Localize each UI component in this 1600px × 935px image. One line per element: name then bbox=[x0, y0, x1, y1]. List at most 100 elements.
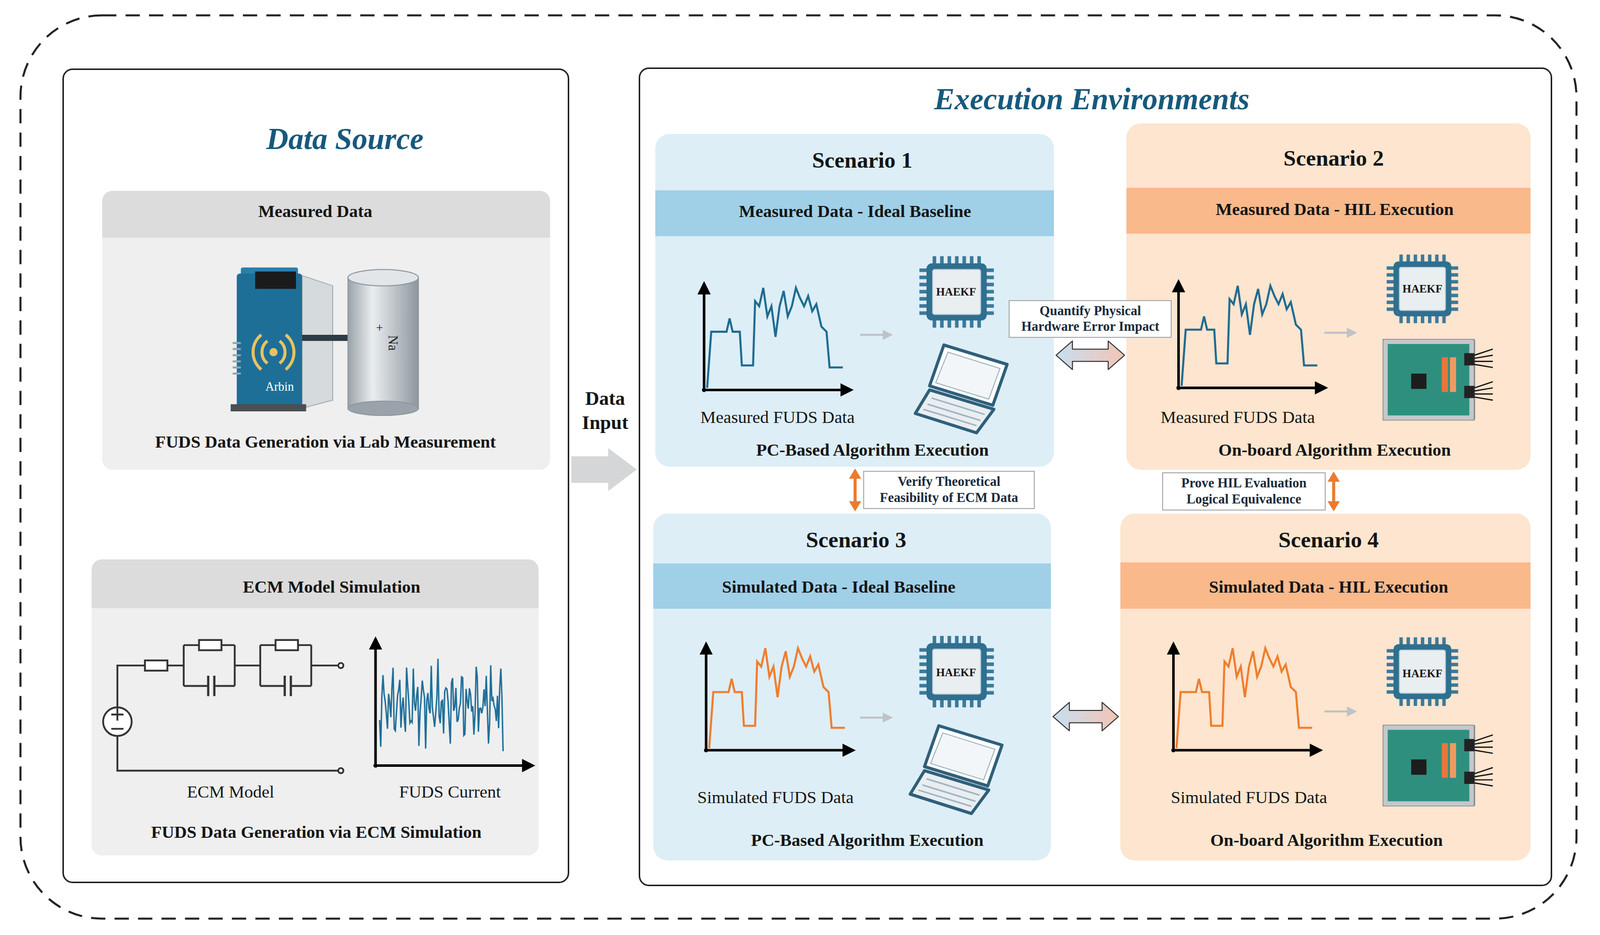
body-text: Simulated FUDS Data bbox=[1170, 787, 1327, 808]
label-slot: Na bbox=[385, 335, 401, 351]
heading-text: ECM Model Simulation bbox=[243, 576, 421, 597]
connector bbox=[1052, 702, 1119, 731]
body-text: Simulated FUDS Data bbox=[697, 787, 854, 808]
edge-label-slot: Quantify Physical Hardware Error Impact bbox=[1008, 299, 1172, 338]
text-slot: FUDS Data Generation via Lab Measurement bbox=[155, 431, 496, 452]
connector bbox=[849, 468, 862, 512]
axis bbox=[702, 388, 852, 392]
text-slot: Measured Data bbox=[258, 201, 372, 222]
text-slot: Measured Data - HIL Execution bbox=[1215, 199, 1454, 220]
connector bbox=[1055, 340, 1125, 370]
arrow-head bbox=[849, 500, 862, 511]
axis bbox=[702, 283, 706, 393]
text-slot: Measured FUDS Data bbox=[700, 407, 856, 428]
heading-text: Scenario 3 bbox=[805, 526, 906, 553]
label-slot: FUDS Current bbox=[399, 781, 501, 802]
text-slot: Scenario 4 bbox=[1278, 526, 1379, 553]
flow-arrow bbox=[1324, 710, 1356, 713]
edge-label-slot: Prove HIL Evaluation Logical Equivalence bbox=[1162, 472, 1326, 510]
label-text: FUDS Current bbox=[399, 781, 501, 802]
orange-arrow-shaft bbox=[1332, 480, 1336, 503]
heading-text: Execution Environments bbox=[934, 81, 1250, 117]
text-slot: PC-Based Algorithm Execution bbox=[750, 829, 984, 851]
profile-trace bbox=[1181, 285, 1318, 387]
arrow-head bbox=[1327, 500, 1340, 511]
text-slot: Execution Environments bbox=[934, 81, 1250, 117]
heading-text: HAEKF bbox=[1402, 666, 1443, 680]
flow-arrow bbox=[860, 333, 891, 336]
edge-label: Prove HIL Evaluation Logical Equivalence bbox=[1162, 472, 1326, 510]
text-slot: Simulated Data - Ideal Baseline bbox=[722, 576, 956, 597]
data-arrow bbox=[571, 447, 637, 491]
heading-text: Scenario 1 bbox=[811, 147, 912, 174]
edge-label-slot: Data Input bbox=[569, 386, 641, 435]
text-slot: Simulated FUDS Data bbox=[697, 787, 854, 808]
heading-text: Data Source bbox=[266, 121, 424, 157]
text-slot: HAEKF bbox=[936, 665, 976, 679]
profile-trace bbox=[1176, 647, 1313, 748]
axis bbox=[1177, 281, 1180, 391]
text-slot: Simulated Data - HIL Execution bbox=[1208, 576, 1449, 597]
axis bbox=[1176, 386, 1326, 390]
board-icons bbox=[1382, 338, 1493, 807]
profile-trace bbox=[707, 287, 844, 389]
axis bbox=[704, 643, 708, 752]
text-slot: ECM Model Simulation bbox=[243, 576, 421, 597]
body-text: Measured Data - Ideal Baseline bbox=[738, 201, 971, 222]
text-slot: On-board Algorithm Execution bbox=[1210, 829, 1443, 851]
label-text: Arbin bbox=[265, 379, 294, 394]
body-text: FUDS Data Generation via ECM Simulation bbox=[150, 821, 482, 843]
heading-text: Scenario 4 bbox=[1278, 526, 1379, 553]
body-text: FUDS Data Generation via Lab Measurement bbox=[155, 431, 496, 452]
edge-label-slot: Verify Theoretical Feasibility of ECM Da… bbox=[863, 470, 1035, 509]
axis bbox=[1171, 748, 1321, 752]
double-arrow bbox=[1055, 340, 1125, 370]
text-slot: Scenario 3 bbox=[805, 526, 906, 553]
current-trace bbox=[379, 658, 503, 751]
body-text: Simulated Data - HIL Execution bbox=[1208, 576, 1449, 597]
connector bbox=[571, 447, 637, 491]
orange-arrow-shaft bbox=[853, 477, 857, 503]
arrow-head bbox=[849, 468, 862, 479]
double-arrow bbox=[1052, 702, 1119, 731]
body-text: Simulated Data - Ideal Baseline bbox=[722, 576, 956, 597]
body-text: Measured FUDS Data bbox=[700, 407, 856, 428]
body-text: Measured FUDS Data bbox=[1160, 407, 1316, 428]
text-slot: Data Source bbox=[266, 121, 424, 157]
arrow-head bbox=[1327, 471, 1340, 482]
label-slot: + bbox=[375, 320, 384, 335]
edge-label: Data Input bbox=[569, 386, 641, 435]
body-text: PC-Based Algorithm Execution bbox=[750, 829, 984, 851]
arbin-cabinet bbox=[230, 267, 349, 412]
laptop-icons bbox=[909, 344, 1008, 814]
scenario-box: HAEKF Scenario 4 Simulated Data - HIL Exec… bbox=[1120, 513, 1531, 861]
text-slot: Scenario 2 bbox=[1283, 145, 1384, 172]
label-text: Na bbox=[385, 335, 401, 351]
text-slot: FUDS Data Generation via ECM Simulation bbox=[150, 821, 482, 843]
chip-icons bbox=[919, 254, 1459, 708]
axis bbox=[704, 748, 854, 752]
label-text: ECM Model bbox=[186, 781, 274, 802]
text-slot: Scenario 1 bbox=[811, 147, 912, 174]
text-slot: Measured FUDS Data bbox=[1160, 407, 1316, 428]
sodium-cell bbox=[347, 269, 419, 416]
dashed-frame bbox=[20, 15, 1577, 919]
ecm-circuit bbox=[103, 639, 344, 774]
heading-text: HAEKF bbox=[936, 285, 976, 299]
edge-label: Quantify Physical Hardware Error Impact bbox=[1008, 299, 1172, 338]
text-slot: HAEKF bbox=[1402, 282, 1443, 296]
text-slot: PC-Based Algorithm Execution bbox=[755, 439, 989, 461]
scenario-box: HAEKF Scenario 1 Measured Data - Ideal Bas… bbox=[655, 133, 1055, 467]
heading-text: HAEKF bbox=[1402, 282, 1443, 296]
connector bbox=[1327, 471, 1340, 512]
heading-text: HAEKF bbox=[936, 665, 976, 679]
body-text: Measured Data - HIL Execution bbox=[1215, 199, 1454, 220]
fuds-current-plot bbox=[373, 638, 533, 768]
axis bbox=[1172, 643, 1175, 752]
heading-text: Measured Data bbox=[258, 201, 372, 222]
label-slot: ECM Model bbox=[186, 781, 274, 802]
text-slot: HAEKF bbox=[1402, 666, 1443, 680]
body-text: On-board Algorithm Execution bbox=[1218, 439, 1452, 461]
flow-arrow bbox=[1324, 331, 1356, 334]
